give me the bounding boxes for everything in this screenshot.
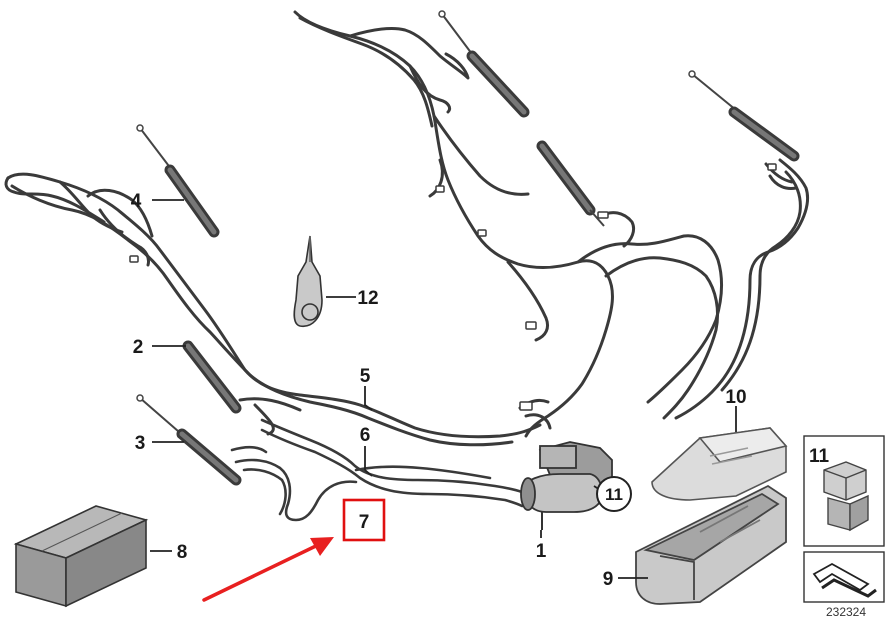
part-10-cover: [651, 427, 788, 501]
callout-6: 6: [360, 425, 371, 446]
red-arrow: [202, 537, 334, 602]
wiring-harness-left: [4, 172, 542, 447]
harness-connectors: [129, 163, 777, 411]
inset-part-11: [803, 435, 885, 547]
callout-4: 4: [131, 191, 142, 212]
callout-8: 8: [177, 542, 188, 563]
inset-direction-symbol: [803, 551, 885, 603]
hydraulic-cylinder-3: [136, 394, 242, 486]
wiring-harness-lower: [230, 418, 524, 522]
diagram-reference-number: 232324: [826, 605, 866, 619]
part-12-fitting: [293, 235, 323, 327]
callout-11-inset: 11: [809, 446, 830, 467]
wiring-harness-right: [674, 158, 810, 420]
hydraulic-cylinder-top: [438, 10, 530, 118]
callout-1: 1: [536, 541, 547, 562]
part-9-tray: [635, 484, 787, 605]
hydraulic-cylinder-4: [136, 124, 220, 238]
hydraulic-cylinder-middle: [536, 140, 605, 227]
callout-11: 11: [605, 485, 623, 504]
part-8-box: [13, 505, 149, 608]
hydraulic-pump-unit: [520, 441, 613, 530]
callout-10: 10: [725, 387, 746, 408]
leader-lines: [150, 199, 737, 579]
hydraulic-cylinder-right: [688, 70, 800, 162]
callout-11-circle: 11: [596, 476, 632, 512]
callout-3: 3: [135, 433, 146, 454]
callout-2: 2: [133, 337, 144, 358]
wiring-harness-top: [293, 10, 724, 438]
callout-7: 7: [359, 512, 370, 533]
callout-12: 12: [357, 288, 378, 309]
callout-9: 9: [603, 569, 614, 590]
hydraulic-cylinder-2: [182, 340, 242, 414]
callout-5: 5: [360, 366, 371, 387]
callout-7-highlight: 7: [342, 498, 386, 542]
